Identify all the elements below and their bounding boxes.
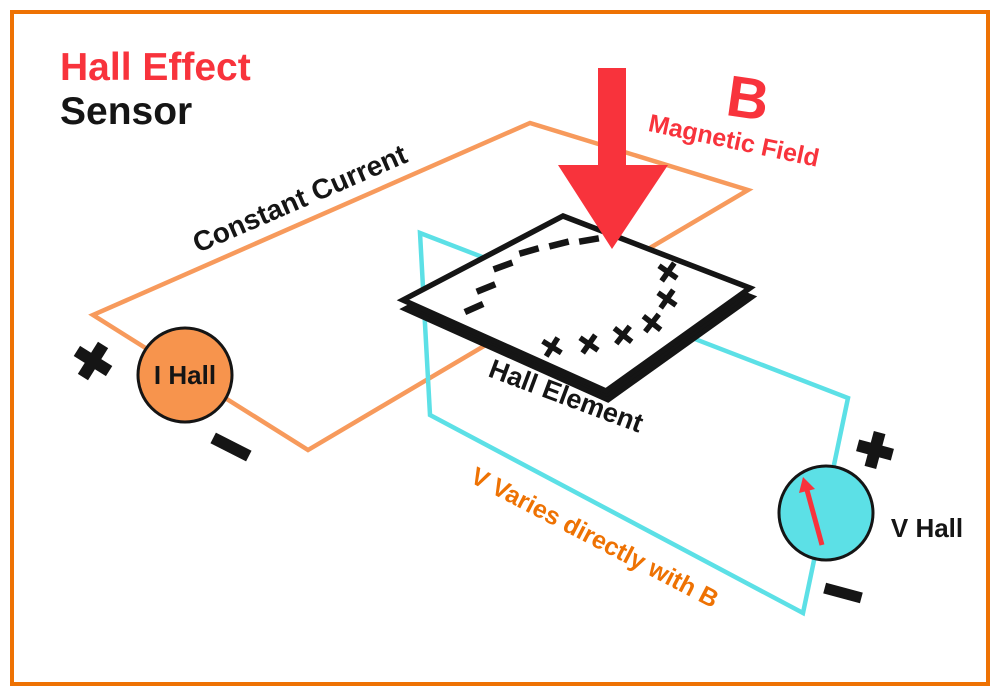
magnetic-field-arrow-icon	[558, 68, 668, 249]
frame-border	[10, 10, 990, 686]
minus-charge-icon	[518, 245, 540, 257]
positive-charges	[541, 261, 679, 358]
minus-charge-icon	[492, 259, 514, 273]
voltage-meter-body	[777, 464, 875, 562]
current-meter-label: I Hall	[154, 360, 216, 390]
current-meter-body	[136, 326, 234, 424]
current-source-meter: I Hall	[73, 326, 252, 462]
hall-element-plate	[396, 212, 756, 395]
meter-needle-tip-icon	[799, 477, 815, 493]
magnetic-field-symbol: B	[723, 63, 774, 133]
constant-current-wire	[88, 120, 754, 453]
plus-charge-icon	[657, 261, 679, 283]
minus-terminal-icon	[210, 432, 252, 462]
constant-current-label: Constant Current	[188, 138, 411, 258]
plus-charge-icon	[656, 288, 678, 310]
minus-charge-icon	[548, 238, 570, 250]
plus-terminal-icon	[856, 431, 894, 469]
plus-terminal-icon	[73, 341, 113, 381]
voltage-meter: V Hall	[777, 431, 963, 604]
minus-charge-icon	[578, 235, 600, 245]
minus-charge-icon	[463, 300, 485, 316]
hall-voltage-wire	[417, 229, 851, 617]
plus-charge-icon	[578, 333, 600, 355]
voltage-meter-label: V Hall	[891, 513, 963, 543]
meter-needle-icon	[804, 489, 825, 546]
plus-charge-icon	[612, 324, 634, 346]
page-title-line2: Sensor	[60, 90, 192, 133]
minus-charge-icon	[475, 281, 497, 295]
page-title-line1: Hall Effect	[60, 46, 251, 89]
minus-terminal-icon	[823, 582, 863, 604]
plus-charge-icon	[641, 312, 663, 334]
v-varies-label: V Varies directly with B	[466, 462, 723, 614]
plus-charge-icon	[541, 336, 563, 358]
negative-charges	[463, 235, 600, 316]
